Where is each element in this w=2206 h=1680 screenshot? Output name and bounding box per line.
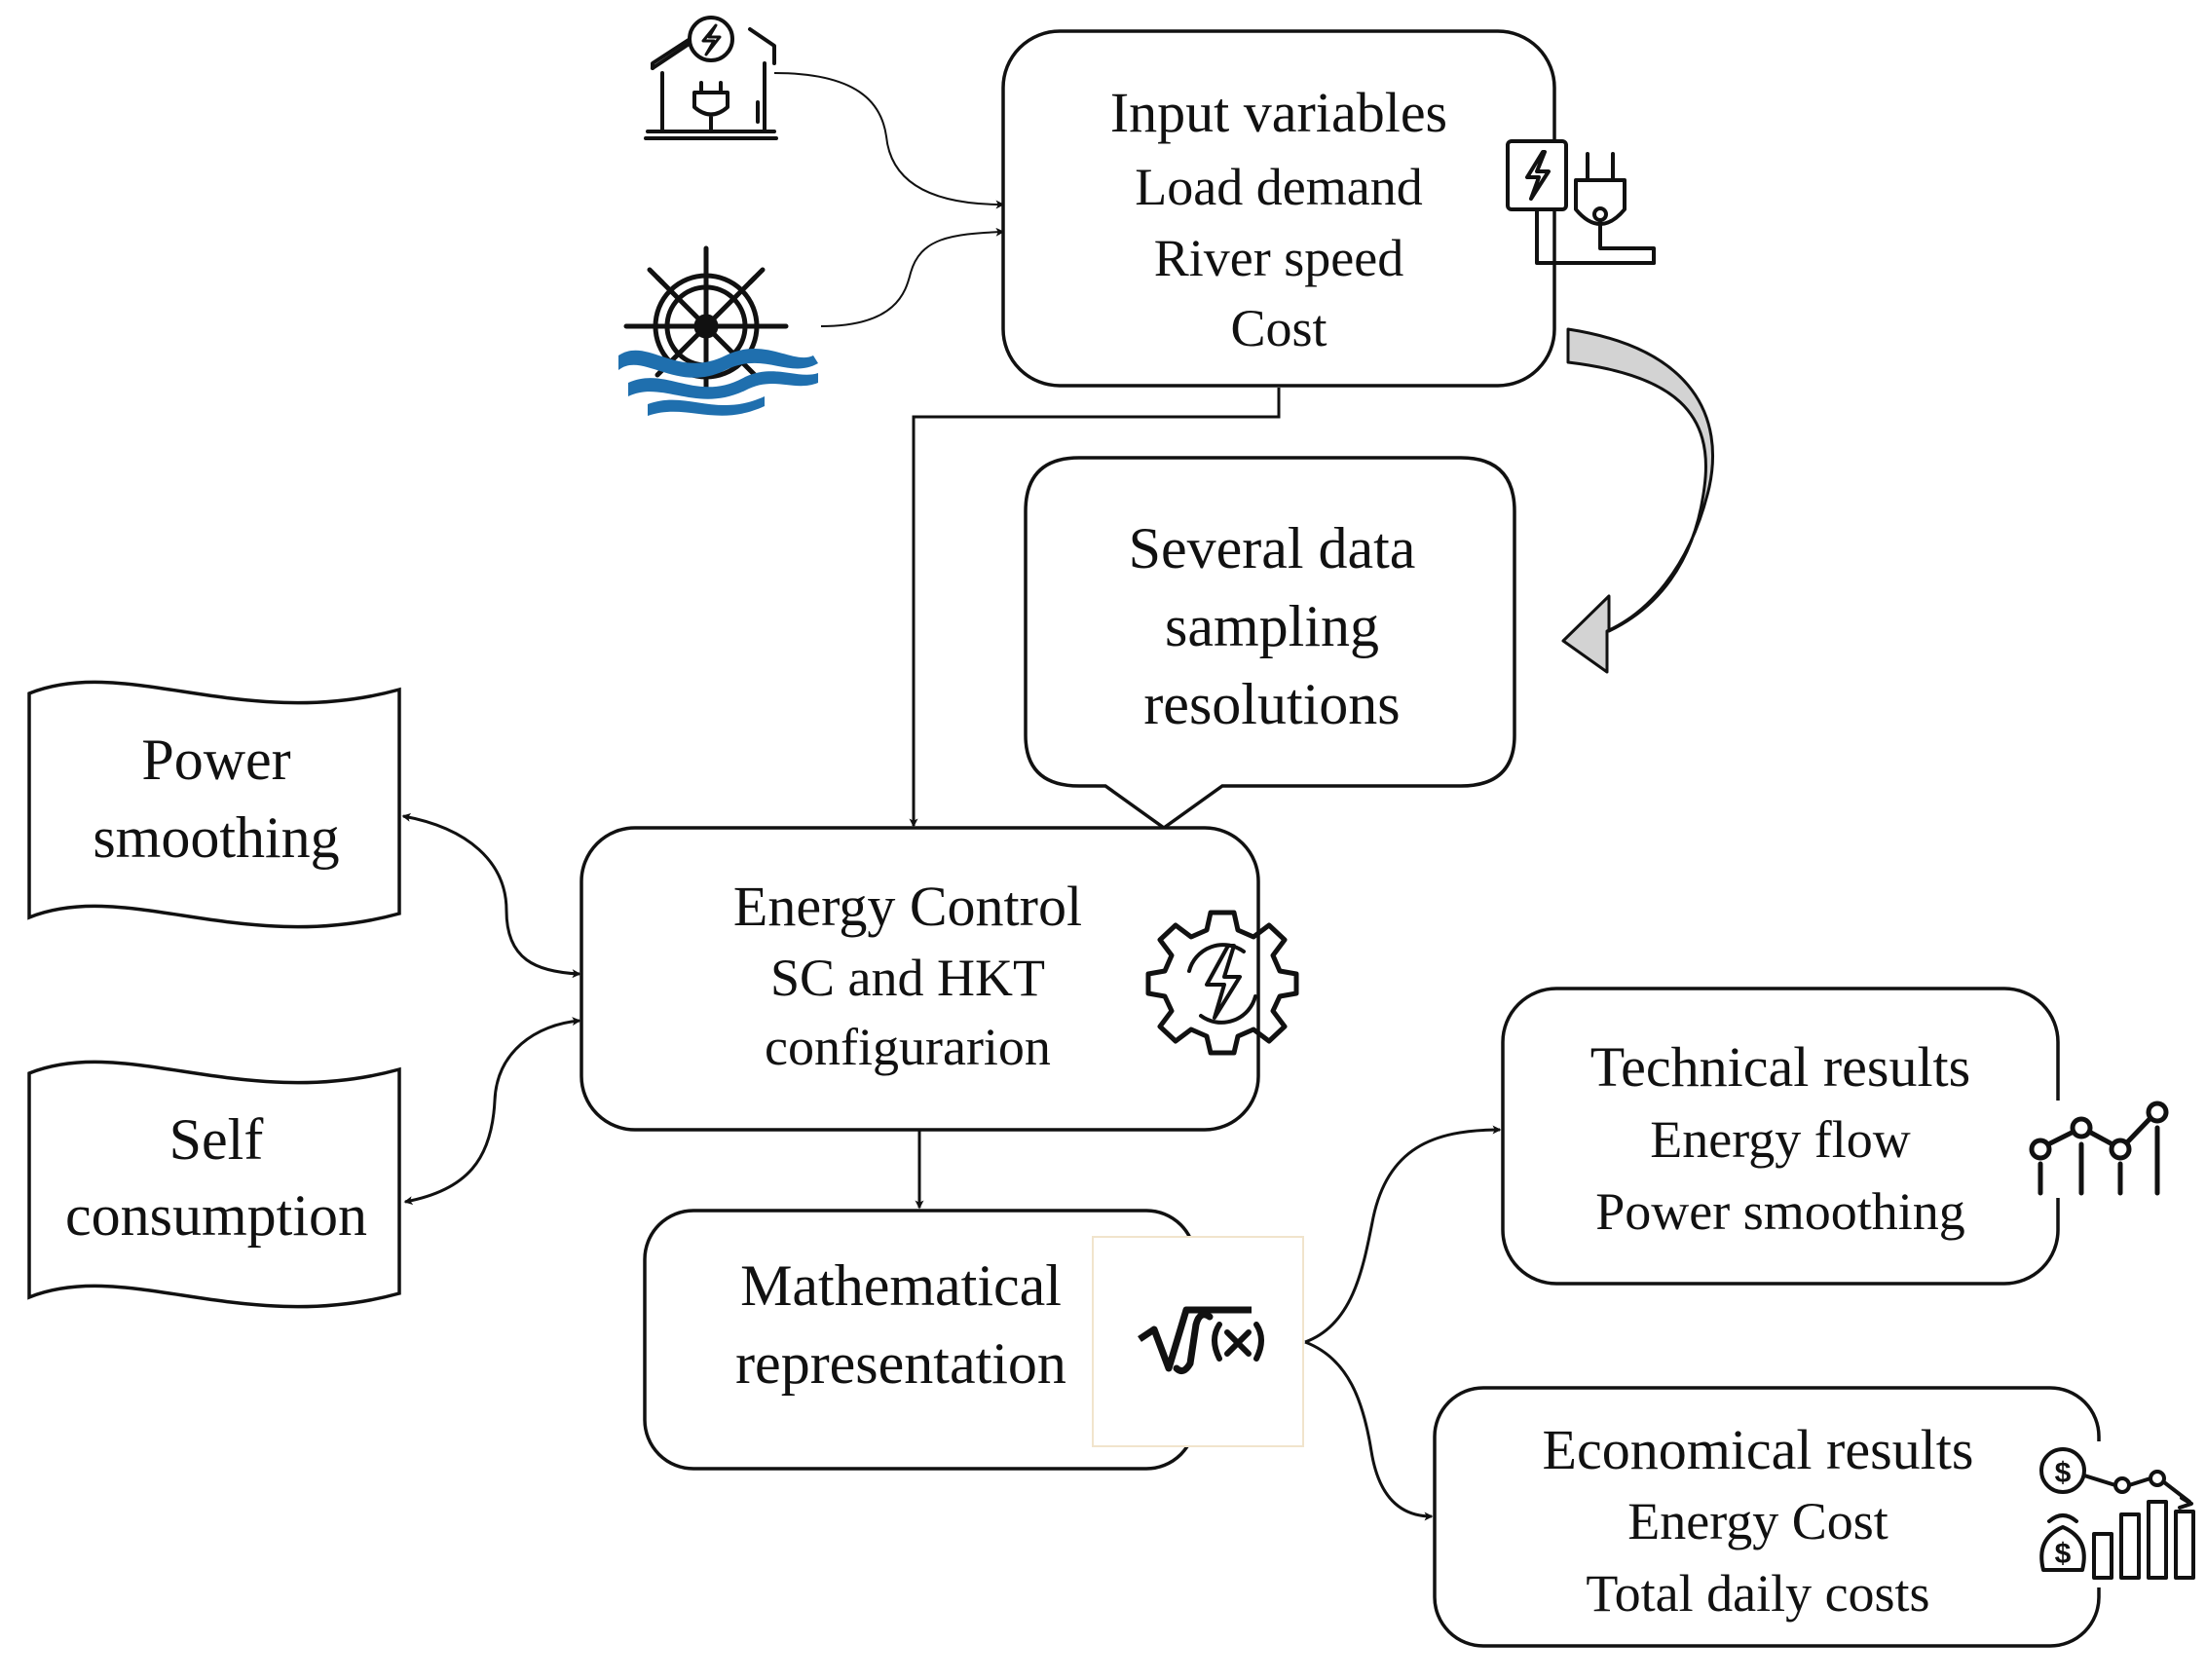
input-to-sampling-curved-arrow [1561, 327, 1714, 674]
power-smoothing-document: Power smoothing [27, 680, 401, 929]
energy-control-box: Energy Control SC and HKT configurarion [580, 826, 1260, 1132]
technical-results-box: Technical results Energy flow Power smoo… [1501, 987, 2060, 1286]
input-variables-box: Input variables Load demand River speed … [1001, 29, 1556, 388]
self-consumption-line-1: Self [169, 1107, 264, 1172]
sampling-line-1: Several data [1129, 516, 1416, 580]
self-consumption-line-2: consumption [65, 1183, 367, 1248]
energy-control-title: Energy Control [733, 875, 1082, 938]
input-variable-load-demand: Load demand [1135, 158, 1422, 216]
math-formula-icon [1092, 1236, 1304, 1447]
input-variables-title: Input variables [1110, 81, 1447, 144]
svg-text:$: $ [2055, 1538, 2072, 1570]
sampling-resolutions-callout: Several data sampling resolutions [1024, 456, 1516, 831]
technical-line-power-smoothing: Power smoothing [1595, 1182, 1965, 1241]
sampling-line-3: resolutions [1143, 672, 1400, 736]
economical-line-total-daily-costs: Total daily costs [1586, 1564, 1929, 1623]
energy-control-line-2: configurarion [765, 1018, 1051, 1076]
svg-text:$: $ [2055, 1457, 2072, 1489]
self-consumption-document: Self consumption [27, 1060, 401, 1309]
economical-results-box: Economical results Energy Cost Total dai… [1433, 1386, 2101, 1648]
input-variable-river-speed: River speed [1154, 229, 1403, 287]
technical-line-energy-flow: Energy flow [1650, 1110, 1910, 1169]
math-to-technical-arrow [1304, 1125, 1502, 1344]
technical-results-title: Technical results [1590, 1035, 1971, 1099]
economical-line-energy-cost: Energy Cost [1627, 1492, 1888, 1550]
energy-control-line-1: SC and HKT [770, 949, 1045, 1007]
economical-results-title: Economical results [1543, 1418, 1974, 1481]
house-to-input-connector [773, 72, 1005, 209]
sampling-line-2: sampling [1165, 594, 1379, 658]
math-line-1: Mathematical [740, 1253, 1062, 1318]
self-consumption-bidirectional-arrow [403, 1017, 581, 1206]
wheel-to-input-connector [820, 227, 1005, 327]
power-plug-icon [1506, 139, 1656, 265]
power-smoothing-line-2: smoothing [93, 805, 339, 870]
input-to-energy-control-arrow [909, 388, 1281, 828]
math-line-2: representation [735, 1331, 1066, 1396]
math-representation-box: Mathematical representation [643, 1209, 1197, 1471]
money-chart-icon: $ $ [2036, 1441, 2201, 1587]
line-chart-icon [2029, 1101, 2169, 1198]
house-power-plug-icon [644, 16, 778, 140]
input-variable-cost: Cost [1230, 299, 1327, 357]
power-smoothing-bidirectional-arrow [401, 812, 581, 979]
water-wheel-icon [618, 245, 818, 416]
power-smoothing-line-1: Power [141, 728, 290, 792]
math-to-economical-arrow [1304, 1340, 1434, 1521]
gear-lightning-icon [1145, 910, 1299, 1056]
